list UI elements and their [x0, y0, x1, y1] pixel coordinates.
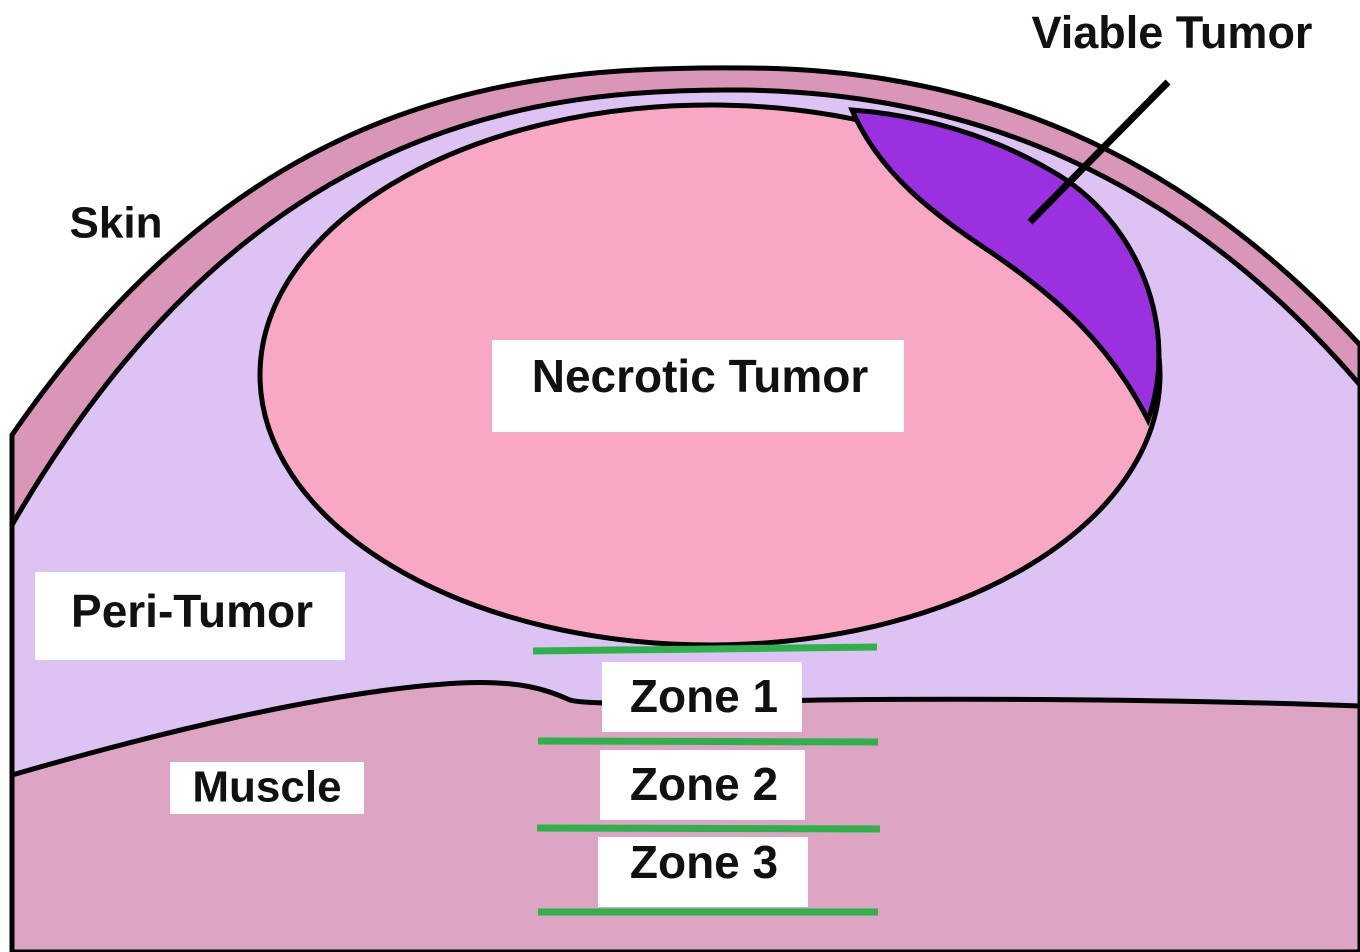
zone-3-label: Zone 3	[630, 836, 778, 888]
zone-line-top	[533, 647, 877, 651]
peri-tumor-label: Peri-Tumor	[71, 585, 313, 637]
muscle-label: Muscle	[192, 763, 341, 812]
necrotic-tumor-label: Necrotic Tumor	[532, 350, 869, 402]
viable-tumor-label: Viable Tumor	[1032, 7, 1313, 58]
zone-1-label: Zone 1	[630, 670, 778, 722]
skin-label: Skin	[70, 199, 163, 248]
zone-line-2-3	[537, 828, 880, 829]
zone-2-label: Zone 2	[630, 758, 778, 810]
zone-line-1-2	[538, 741, 878, 742]
